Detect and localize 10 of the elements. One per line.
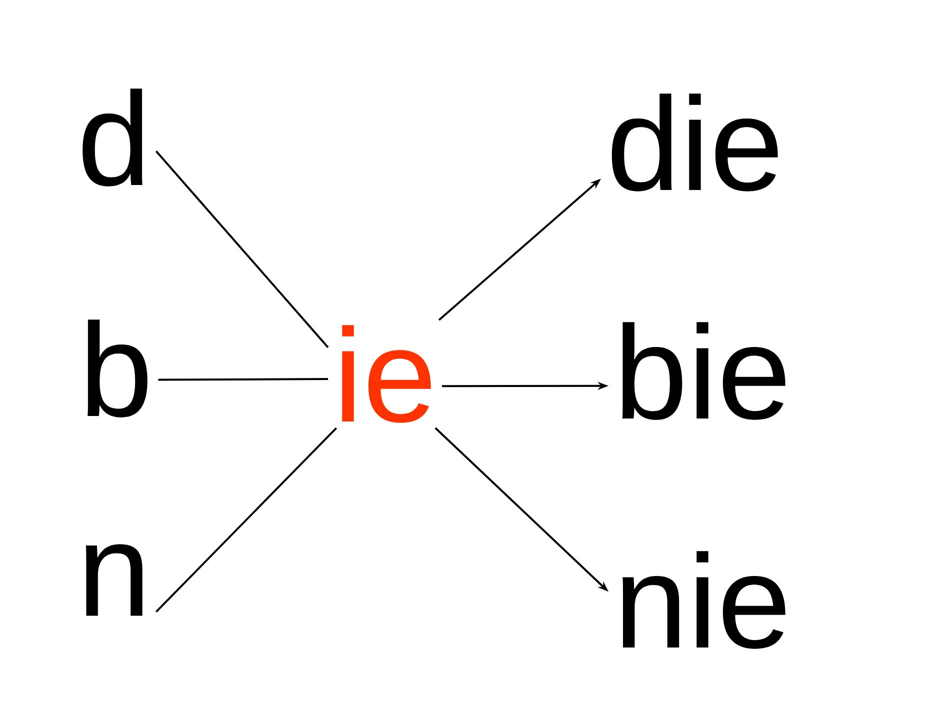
word: bie (622, 322, 786, 420)
connector-line (155, 150, 329, 348)
letter: d (82, 88, 142, 186)
letter: n (86, 544, 142, 616)
word: nie (622, 551, 786, 649)
connector-line (155, 427, 338, 612)
word: die (612, 94, 778, 192)
letter: b (88, 320, 148, 418)
syllable: ie (342, 325, 431, 423)
connector-line (158, 378, 328, 381)
